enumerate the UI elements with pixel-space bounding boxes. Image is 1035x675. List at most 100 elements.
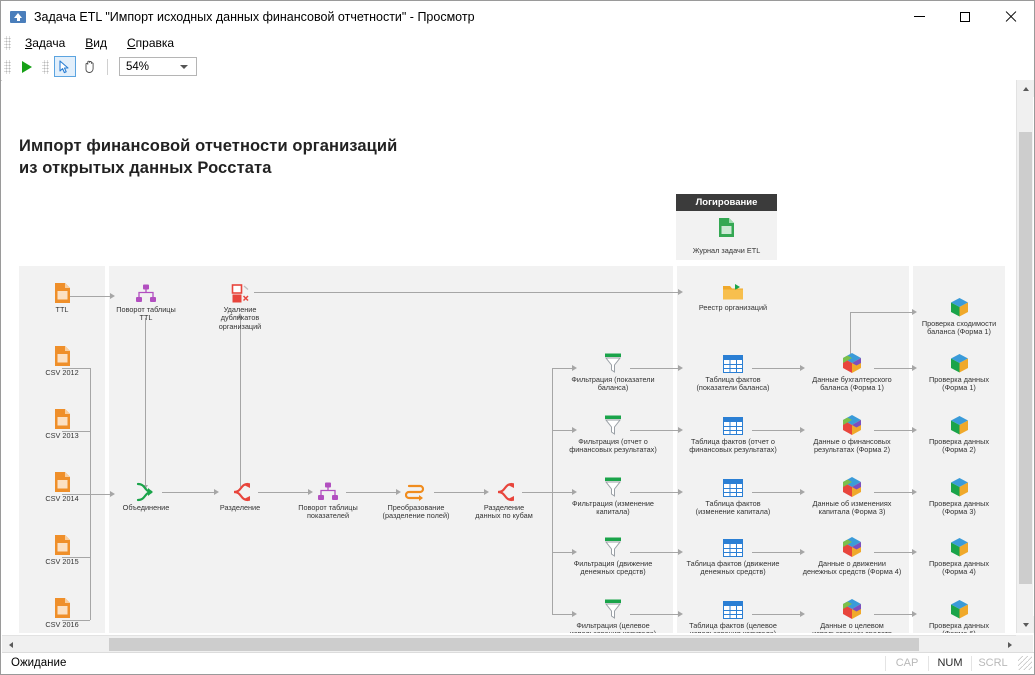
- node-label: Фильтрация (показатели баланса): [571, 375, 655, 393]
- window-controls: [896, 1, 1034, 32]
- maximize-button[interactable]: [942, 1, 988, 32]
- check-cube-icon: [916, 472, 1002, 498]
- toolbar-drag-grip-2[interactable]: [42, 59, 49, 74]
- scroll-right-button[interactable]: [1001, 636, 1018, 653]
- node-validation-3[interactable]: Проверка данных (Форма 3): [916, 472, 1002, 517]
- node-filter-0[interactable]: Фильтрация (показатели баланса): [558, 348, 668, 393]
- connector-arrow: [110, 491, 115, 497]
- node-label: Фильтрация (изменение капитала): [572, 499, 654, 517]
- node-label: Поворот таблицы TTL: [116, 305, 176, 323]
- node-label: Таблица фактов (показатели баланса): [696, 375, 770, 393]
- toolbar-drag-grip-1[interactable]: [4, 59, 11, 74]
- logging-node[interactable]: Журнал задачи ETL: [676, 211, 777, 260]
- node-cube-1[interactable]: Данные о финансовых результатах (Форма 2…: [797, 410, 907, 455]
- zoom-combobox[interactable]: 54%: [119, 57, 197, 76]
- node-label: Разделение: [219, 503, 261, 512]
- horizontal-scrollbar[interactable]: [2, 635, 1018, 653]
- node-filter-2[interactable]: Фильтрация (изменение капитала): [558, 472, 668, 517]
- node-load-5[interactable]: Таблица фактов (целевое использования ка…: [678, 594, 788, 633]
- node-validation-0[interactable]: Проверка сходимости баланса (Форма 1): [916, 292, 1002, 337]
- scroll-down-button[interactable]: [1017, 616, 1034, 633]
- connector: [258, 492, 308, 493]
- node-filter-4[interactable]: Фильтрация (целевое использования капита…: [558, 594, 668, 633]
- vertical-scroll-thumb[interactable]: [1019, 132, 1032, 584]
- node-transform-0[interactable]: Поворот таблицы TTL: [98, 278, 194, 323]
- convert-icon: [368, 476, 464, 502]
- connector-arrow: [484, 489, 489, 495]
- select-tool-button[interactable]: [54, 56, 76, 77]
- node-transform-2[interactable]: Объединение: [98, 476, 194, 512]
- menu-item-help[interactable]: Справка: [127, 35, 175, 50]
- connector-arrow: [678, 611, 683, 617]
- diagram-canvas-viewport[interactable]: Импорт финансовой отчетности организаций…: [2, 80, 1033, 633]
- node-transform-6[interactable]: Разделение данных по кубам: [456, 476, 552, 521]
- node-label: Проверка сходимости баланса (Форма 1): [921, 319, 997, 337]
- close-button[interactable]: [988, 1, 1034, 32]
- table-icon: [678, 472, 788, 498]
- node-validation-4[interactable]: Проверка данных (Форма 4): [916, 532, 1002, 577]
- check-cube-icon: [916, 348, 1002, 374]
- orange-file-icon: [19, 278, 105, 304]
- node-transform-3[interactable]: Разделение: [192, 476, 288, 512]
- select-arrow-icon: [59, 59, 71, 74]
- connector-arrow: [678, 289, 683, 295]
- chevron-down-icon[interactable]: [180, 64, 188, 69]
- node-cube-2[interactable]: Данные об изменениях капитала (Форма 3): [797, 472, 907, 517]
- node-validation-2[interactable]: Проверка данных (Форма 2): [916, 410, 1002, 455]
- minimize-button[interactable]: [896, 1, 942, 32]
- scroll-up-button[interactable]: [1017, 80, 1034, 97]
- connector-arrow: [912, 427, 917, 433]
- menu-item-view[interactable]: Вид: [85, 35, 107, 50]
- run-button[interactable]: [16, 56, 38, 77]
- node-label: Данные о финансовых результатах (Форма 2…: [813, 437, 891, 455]
- connector: [254, 292, 678, 293]
- node-validation-1[interactable]: Проверка данных (Форма 1): [916, 348, 1002, 393]
- connector: [240, 317, 241, 487]
- connector: [752, 614, 800, 615]
- node-source-5[interactable]: CSV 2016: [19, 593, 105, 629]
- connector-arrow: [912, 611, 917, 617]
- connector-arrow: [800, 611, 805, 617]
- diagram-title: Импорт финансовой отчетности организаций…: [19, 135, 397, 179]
- check-cube-icon: [916, 532, 1002, 558]
- node-transform-1[interactable]: Удаление дубликатов организаций: [192, 278, 288, 331]
- node-load-0[interactable]: Реестр организаций: [678, 276, 788, 312]
- node-cube-0[interactable]: Данные бухгалтерского баланса (Форма 1): [797, 348, 907, 393]
- logging-node-label: Журнал задачи ETL: [692, 245, 761, 255]
- node-filter-3[interactable]: Фильтрация (движение денежных средств): [558, 532, 668, 577]
- folder-icon: [678, 276, 788, 302]
- node-cube-4[interactable]: Данные о целевом использовании средств (…: [797, 594, 907, 633]
- cube-icon: [797, 348, 907, 374]
- status-bar: Ожидание CAP NUM SCRL: [2, 652, 1034, 673]
- node-validation-5[interactable]: Проверка данных (Форма 6): [916, 594, 1002, 633]
- status-cap: CAP: [885, 655, 928, 671]
- node-transform-4[interactable]: Поворот таблицы показателей: [280, 476, 376, 521]
- menu-drag-grip[interactable]: [4, 35, 11, 50]
- connector-arrow: [237, 313, 243, 318]
- menu-item-task[interactable]: Задача: [25, 35, 66, 50]
- node-source-3[interactable]: CSV 2014: [19, 467, 105, 503]
- horizontal-scroll-thumb[interactable]: [109, 638, 919, 651]
- node-transform-5[interactable]: Преобразование (разделение полей): [368, 476, 464, 521]
- node-load-4[interactable]: Таблица фактов (движение денежных средст…: [678, 532, 788, 577]
- node-filter-1[interactable]: Фильтрация (отчет о финансовых результат…: [558, 410, 668, 455]
- filter-icon: [558, 410, 668, 436]
- node-load-3[interactable]: Таблица фактов (изменение капитала): [678, 472, 788, 517]
- node-source-1[interactable]: CSV 2012: [19, 341, 105, 377]
- node-label: Проверка данных (Форма 6): [929, 621, 989, 633]
- connector-arrow: [678, 365, 683, 371]
- vertical-scrollbar[interactable]: [1016, 80, 1034, 633]
- node-source-2[interactable]: CSV 2013: [19, 404, 105, 440]
- node-load-1[interactable]: Таблица фактов (показатели баланса): [678, 348, 788, 393]
- node-label: Поворот таблицы показателей: [298, 503, 358, 521]
- connector-arrow: [572, 549, 577, 555]
- scroll-left-button[interactable]: [2, 636, 19, 653]
- node-label: Таблица фактов (отчет о финансовых резул…: [689, 437, 777, 455]
- node-cube-3[interactable]: Данные о движении денежных средств (Форм…: [797, 532, 907, 577]
- node-source-4[interactable]: CSV 2015: [19, 530, 105, 566]
- pan-tool-button[interactable]: [78, 56, 100, 77]
- resize-grip[interactable]: [1018, 656, 1032, 670]
- node-load-2[interactable]: Таблица фактов (отчет о финансовых резул…: [678, 410, 788, 455]
- node-source-0[interactable]: TTL: [19, 278, 105, 314]
